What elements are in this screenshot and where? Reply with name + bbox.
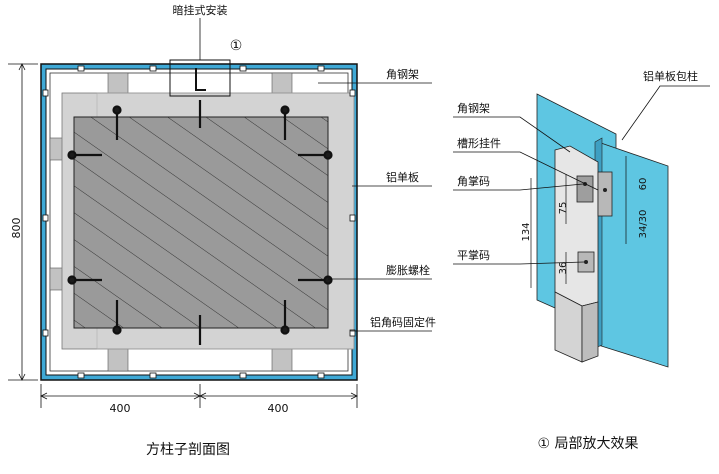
callout-steel-frame: 角钢架 [386, 68, 419, 81]
detail-marker: ① [230, 38, 243, 54]
frame-bolts [42, 65, 356, 379]
mounting-brackets [67, 100, 333, 345]
steel-angle [554, 145, 599, 307]
detail-drawing: 134 75 36 60 34/30 角钢架 槽形挂件 角掌码 平掌码 铝单板包… [453, 69, 710, 452]
callout-corner-bracket: 角掌码 [457, 174, 490, 188]
dimension-lines [8, 63, 358, 408]
dim-75: 75 [558, 202, 569, 215]
left-caption: 方柱子剖面图 [146, 442, 230, 458]
left-leaders [318, 82, 432, 332]
callout-detail-steel: 角钢架 [457, 102, 490, 115]
callout-bracket-fixing: 铝角码固定件 [370, 315, 436, 329]
right-caption: ① 局部放大效果 [537, 436, 638, 452]
top-label: 暗挂式安装 [173, 3, 228, 17]
callout-expansion-bolt: 膨胀螺栓 [386, 263, 430, 277]
dim-right-width: 400 [268, 402, 289, 415]
callout-channel-hanger: 槽形挂件 [457, 136, 501, 150]
steel-angle-front [581, 301, 599, 363]
column-section-drawing: 暗挂式安装 ① 角钢架 铝单板 膨胀螺栓 铝角码固定件 [8, 3, 436, 458]
concrete-column-hatch [73, 116, 329, 329]
channel-hanger [597, 171, 613, 217]
right-dimension-lines [530, 156, 627, 288]
dim-60: 60 [638, 178, 649, 191]
dim-36: 36 [558, 262, 569, 275]
callout-flat-bracket: 平掌码 [457, 248, 490, 262]
dim-left-width: 400 [110, 402, 131, 415]
callout-aluminum-cladding: 铝单板包柱 [643, 69, 698, 83]
corner-bracket [576, 175, 594, 203]
dim-34-30: 34/30 [638, 210, 649, 239]
dim-height: 800 [10, 218, 23, 239]
dim-134: 134 [521, 222, 532, 241]
callout-aluminum-panel: 铝单板 [386, 170, 419, 184]
right-leaders [453, 85, 710, 265]
